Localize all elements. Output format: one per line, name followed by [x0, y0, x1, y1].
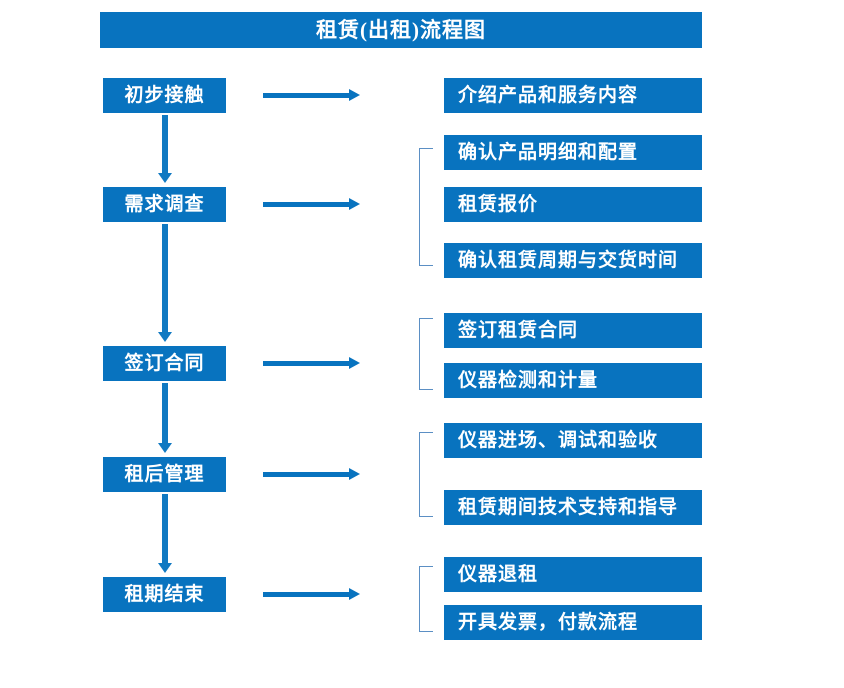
- stage-box-3[interactable]: 签订合同: [103, 346, 226, 381]
- detail-label-7: 仪器进场、调试和验收: [458, 430, 659, 451]
- right-arrow-icon-stage1: [263, 89, 360, 101]
- detail-label-8: 租赁期间技术支持和指导: [458, 497, 679, 518]
- detail-label-4: 确认租赁周期与交货时间: [458, 250, 679, 271]
- stage-box-1[interactable]: 初步接触: [103, 78, 226, 113]
- down-arrow-icon-stage1-stage2: [158, 115, 172, 183]
- detail-box-2[interactable]: 确认产品明细和配置: [444, 135, 702, 170]
- detail-box-4[interactable]: 确认租赁周期与交货时间: [444, 243, 702, 278]
- detail-box-8[interactable]: 租赁期间技术支持和指导: [444, 490, 702, 525]
- group-bracket-stage3: [419, 318, 433, 390]
- detail-box-5[interactable]: 签订租赁合同: [444, 313, 702, 348]
- stage-label-4: 租后管理: [124, 464, 205, 485]
- detail-box-1[interactable]: 介绍产品和服务内容: [444, 78, 702, 113]
- right-arrow-icon-stage5: [263, 588, 360, 600]
- down-arrow-icon-stage2-stage3: [158, 224, 172, 342]
- detail-label-3: 租赁报价: [458, 194, 539, 215]
- right-arrow-icon-stage3: [263, 357, 360, 369]
- detail-box-6[interactable]: 仪器检测和计量: [444, 363, 702, 398]
- detail-box-3[interactable]: 租赁报价: [444, 187, 702, 222]
- detail-label-1: 介绍产品和服务内容: [458, 85, 639, 106]
- stage-label-1: 初步接触: [124, 85, 205, 106]
- detail-label-9: 仪器退租: [458, 564, 539, 585]
- stage-box-4[interactable]: 租后管理: [103, 457, 226, 492]
- right-arrow-icon-stage2: [263, 198, 360, 210]
- down-arrow-icon-stage4-stage5: [158, 494, 172, 573]
- detail-label-5: 签订租赁合同: [458, 320, 579, 341]
- detail-box-10[interactable]: 开具发票，付款流程: [444, 605, 702, 640]
- diagram-title-bar: 租赁(出租)流程图: [100, 12, 702, 48]
- detail-label-6: 仪器检测和计量: [458, 370, 599, 391]
- stage-box-5[interactable]: 租期结束: [103, 577, 226, 612]
- stage-box-2[interactable]: 需求调查: [103, 187, 226, 222]
- right-arrow-icon-stage4: [263, 468, 360, 480]
- stage-label-3: 签订合同: [124, 353, 205, 374]
- group-bracket-stage5: [419, 566, 433, 632]
- diagram-title: 租赁(出租)流程图: [316, 17, 486, 42]
- down-arrow-icon-stage3-stage4: [158, 383, 172, 453]
- detail-box-7[interactable]: 仪器进场、调试和验收: [444, 423, 702, 458]
- group-bracket-stage2: [419, 148, 433, 266]
- detail-label-2: 确认产品明细和配置: [458, 142, 639, 163]
- detail-box-9[interactable]: 仪器退租: [444, 557, 702, 592]
- stage-label-2: 需求调查: [124, 194, 205, 215]
- stage-label-5: 租期结束: [124, 584, 205, 605]
- group-bracket-stage4: [419, 432, 433, 517]
- detail-label-10: 开具发票，付款流程: [458, 612, 639, 633]
